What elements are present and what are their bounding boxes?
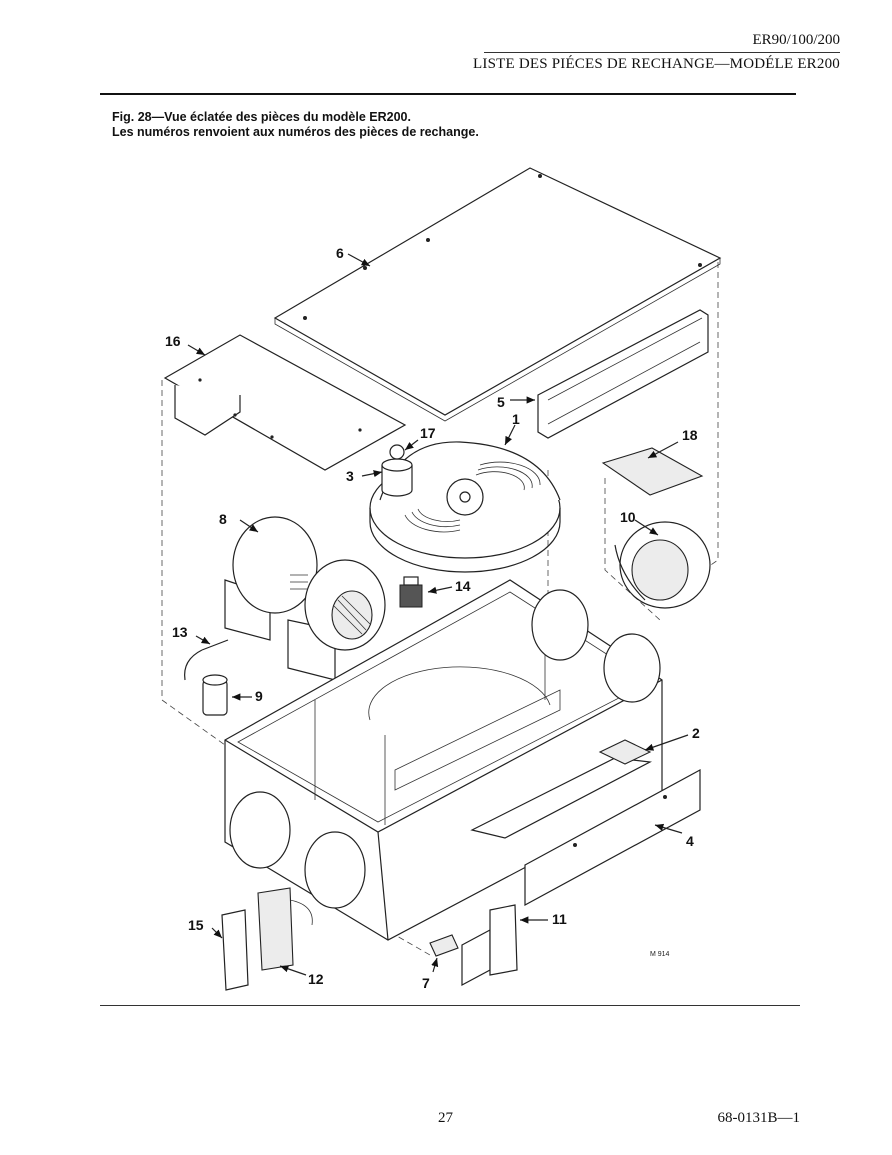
callout-labels: 6 16 5 1 17 18 3 8 10 14 13 9 2 4 11 15 … (165, 245, 700, 991)
part-6-top-cover (273, 167, 722, 422)
part-5-rail (537, 309, 709, 439)
part-16-cover-plate (163, 334, 407, 471)
header-title: LISTE DES PIÉCES DE RECHANGE—MODÉLE ER20… (473, 56, 840, 72)
page-number: 27 (438, 1110, 453, 1126)
callout-8: 8 (219, 511, 227, 527)
part-18-filter-strip (601, 447, 704, 496)
callout-3: 3 (346, 468, 354, 484)
part-1-wheel (369, 441, 561, 573)
part-15-plate (221, 909, 249, 991)
callout-2: 2 (692, 725, 700, 741)
callout-14: 14 (455, 578, 471, 594)
document-number: 68-0131B—1 (717, 1110, 801, 1126)
leader-lines (187, 253, 689, 976)
callout-1: 1 (512, 411, 520, 427)
drawing-code: M 914 (650, 951, 670, 958)
part-8-blowers (224, 516, 386, 681)
callout-13: 13 (172, 624, 188, 640)
header-model: ER90/100/200 (752, 32, 840, 48)
bottom-rule (100, 1005, 800, 1006)
callout-9: 9 (255, 688, 263, 704)
callout-15: 15 (188, 917, 204, 933)
part-14-damper-motor (399, 576, 423, 608)
callout-16: 16 (165, 333, 181, 349)
caption-line-1: Fig. 28—Vue éclatée des pièces du modèle… (112, 110, 411, 124)
part-10-fan (614, 521, 711, 609)
header-rule (484, 52, 840, 53)
callout-11: 11 (552, 911, 567, 927)
part-7-plate (429, 934, 459, 957)
top-rule (100, 93, 796, 95)
callout-6: 6 (336, 245, 344, 261)
callout-4: 4 (686, 833, 694, 849)
part-11-electrical-box (461, 904, 518, 987)
caption-line-2: Les numéros renvoient aux numéros des pi… (112, 125, 479, 139)
callout-7: 7 (422, 975, 430, 991)
callout-18: 18 (682, 427, 698, 443)
part-4-front-panel (524, 768, 701, 907)
part-3-17-pulley (381, 444, 413, 497)
part-2-filter-tray (470, 739, 653, 839)
callout-12: 12 (308, 971, 324, 987)
part-12-control (257, 887, 313, 971)
figure-caption: Fig. 28—Vue éclatée des pièces du modèle… (112, 110, 479, 140)
callout-5: 5 (497, 394, 505, 410)
part-13-sensor (184, 639, 229, 681)
callout-10: 10 (620, 509, 636, 525)
callout-17: 17 (420, 425, 436, 441)
part-9-capacitor (202, 674, 228, 716)
